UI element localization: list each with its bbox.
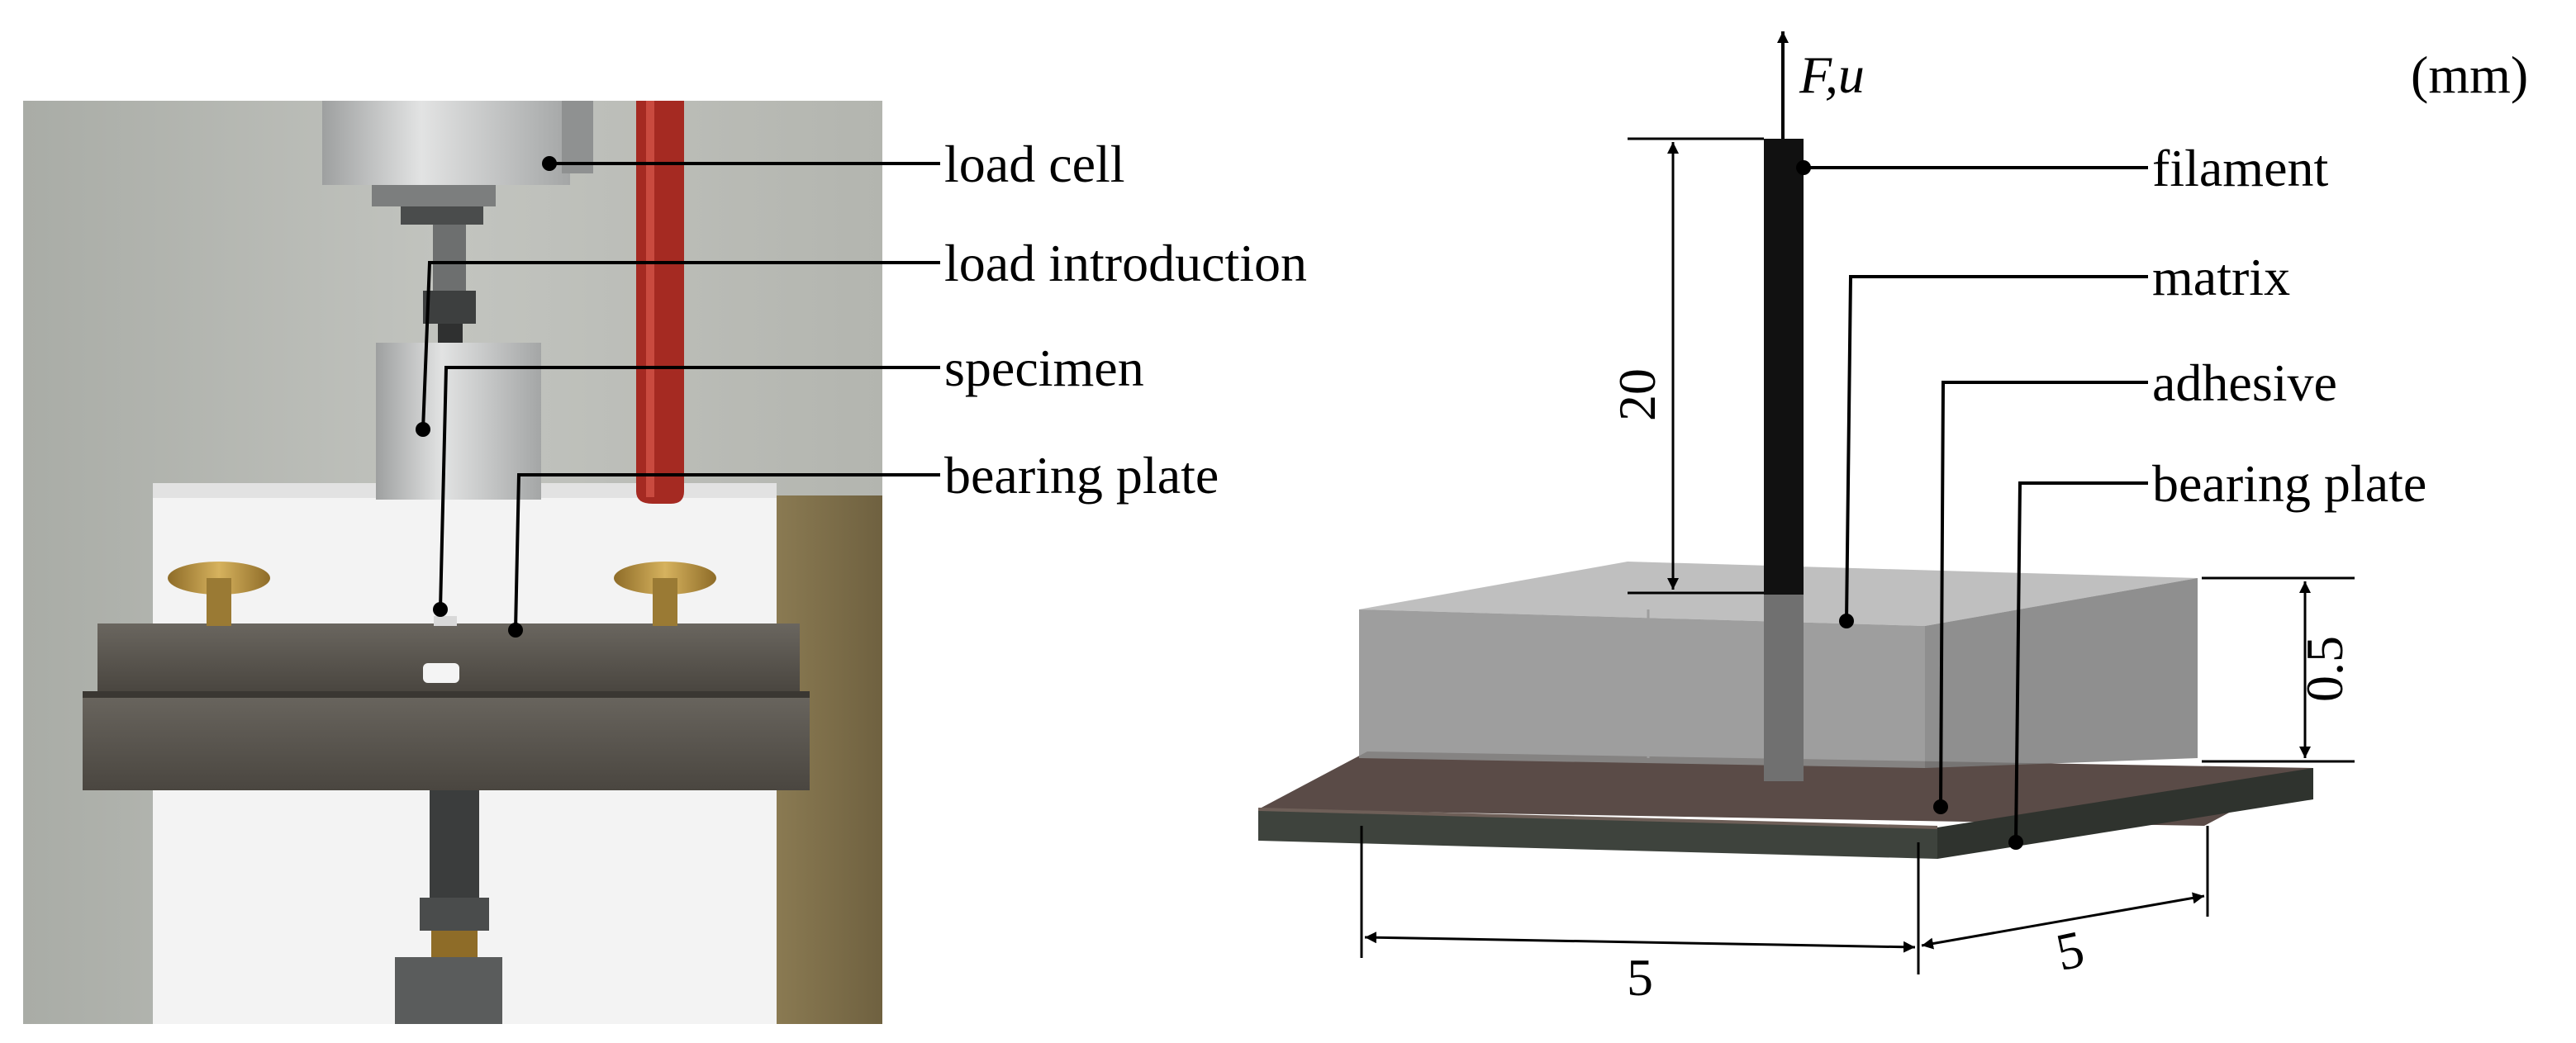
dim-plate-width [1360,826,1920,974]
dot-matrix [1839,614,1854,628]
red-hose [636,101,684,504]
dot-adhesive [1933,799,1948,814]
label-filament: filament [2152,139,2328,197]
bearing-plate-front [1258,809,1937,859]
brass-knob-left [168,562,270,626]
force-label: F,u [1799,45,1865,104]
lower-shaft-nut [420,898,489,931]
dot-bearing-plate [508,623,523,638]
photo-callout-dots [416,156,557,638]
lower-shaft-brass [431,931,478,957]
specimen-schematic: F,u (mm) 20 0.5 5 5 [1257,31,2528,1007]
schematic-callout-dots [1796,160,2023,850]
matrix-front [1359,609,1925,768]
holder-bar [83,691,810,790]
load-cell-neck [372,185,496,206]
bearing-plate-side [1937,768,2313,859]
dim-plate-depth [1921,826,2209,950]
dot-load-introduction [416,422,430,437]
load-cell-body [322,101,570,185]
dot-filament [1796,160,1811,175]
red-hose-highlight [646,101,654,497]
filament-embedded [1764,593,1804,781]
dim-matrix-thickness-value: 0.5 [2295,636,2354,702]
dim-filament-length [1628,137,1764,595]
unit-label: (mm) [2411,45,2528,104]
label-bearing-plate-schematic: bearing plate [2152,454,2426,513]
leader-adhesive [1939,381,2148,808]
label-load-introduction: load introduction [944,234,1307,292]
lower-shaft [430,790,479,898]
dim-plate-depth-value: 5 [2051,919,2089,982]
specimen-piece [423,663,459,683]
label-matrix: matrix [2152,248,2290,306]
label-bearing-plate-photo: bearing plate [944,446,1219,505]
label-adhesive: adhesive [2152,353,2337,412]
load-introduction-nut [423,291,476,324]
dim-matrix-thickness [2202,576,2355,763]
brass-knob-right [614,562,716,626]
load-cell-screw [562,101,593,173]
photo-callouts [421,162,940,631]
label-load-cell: load cell [944,135,1125,193]
dot-load-cell [542,156,557,171]
leader-load-introduction [421,261,940,430]
leader-matrix [1845,275,2148,622]
label-specimen: specimen [944,339,1144,397]
leader-bearing-plate [2014,481,2148,843]
filament [1764,139,1804,595]
load-cell-ring [401,206,483,225]
load-introduction-rod [433,225,466,291]
matrix-side [1925,578,2198,768]
dim-filament-length-value: 20 [1608,368,1666,421]
adhesive-edge [1257,808,1938,829]
dim-plate-width-value: 5 [1627,948,1653,1007]
leader-bearing-plate [514,473,940,631]
test-setup-photo: load cell load introduction specimen bea… [23,101,1307,1024]
specimen-tiny [434,616,457,626]
dot-specimen [433,602,448,617]
leader-specimen [439,366,940,610]
lower-shaft-bottom [395,957,502,1024]
schematic-callouts [1804,166,2148,843]
bearing-plate-top [1258,751,2313,826]
dot-bearing-plate-schematic [2008,835,2023,850]
holder-bar-edge [83,691,810,698]
